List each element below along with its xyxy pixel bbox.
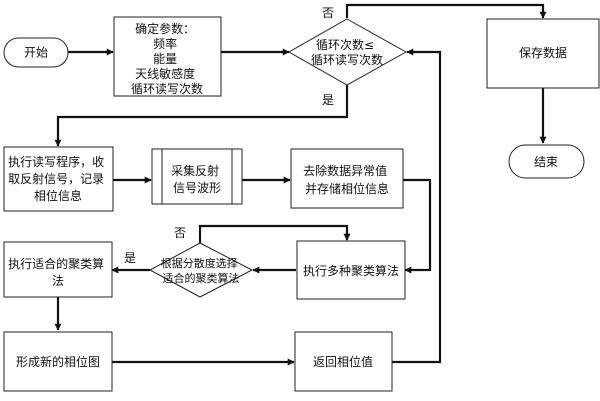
params-line-1: 确定参数： xyxy=(135,21,195,36)
arrow-choose-no-to-multi xyxy=(198,224,351,243)
params-line-3: 能量 xyxy=(153,52,177,66)
read-program-line-3: 相位信息 xyxy=(34,188,82,203)
collect-line-2: 信号波形 xyxy=(173,181,221,195)
end-label: 结束 xyxy=(534,155,558,169)
read-program-line-1: 执行读写程序，收 xyxy=(8,154,104,169)
loop-check-line-1: 循环次数≤ xyxy=(316,37,374,52)
choose-no-label: 否 xyxy=(174,226,186,240)
start-node: 开始 xyxy=(3,37,69,68)
collect-text: 采集反射 信号波形 xyxy=(171,163,223,195)
exec-fit-box: 执行适合的聚类算 法 xyxy=(3,241,113,298)
arrow-loop-no-to-save xyxy=(345,3,547,19)
collect-line-1: 采集反射 xyxy=(171,163,219,178)
exec-fit-line-1: 执行适合的聚类算 xyxy=(8,256,104,271)
start-label: 开始 xyxy=(24,46,48,60)
remove-anomaly-box: 去除数据异常值 并存储相位信息 xyxy=(290,148,404,209)
exec-multi-box: 执行多种聚类算法 xyxy=(296,240,406,300)
choose-algo-line-1: 根据分散度选择 xyxy=(161,256,238,270)
return-phase-box: 返回相位值 xyxy=(294,331,393,392)
arrow-return-to-loop xyxy=(392,48,442,364)
arrow-loop-yes-to-read xyxy=(54,85,349,147)
new-phase-box: 形成新的相位图 xyxy=(3,331,113,392)
end-node: 结束 xyxy=(508,144,585,179)
new-phase-label: 形成新的相位图 xyxy=(16,354,100,369)
connectors xyxy=(54,3,547,366)
loop-check-diamond: 循环次数≤ 循环读写次数 xyxy=(287,18,408,86)
remove-anomaly-line-1: 去除数据异常值 xyxy=(303,163,387,178)
params-box: 确定参数： 频率 能量 天线敏感度 循环读写次数 xyxy=(113,16,222,97)
read-program-line-2: 取反射信号，记录 xyxy=(8,171,104,186)
params-line-2: 频率 xyxy=(153,36,177,51)
loop-no-label: 否 xyxy=(322,6,334,20)
params-line-4: 天线敏感度 xyxy=(135,66,195,81)
read-program-text: 执行读写程序，收 取反射信号，记录 相位信息 xyxy=(8,154,108,203)
exec-fit-line-2: 法 xyxy=(52,274,64,288)
save-label: 保存数据 xyxy=(519,45,567,60)
save-box: 保存数据 xyxy=(486,18,600,89)
loop-yes-label: 是 xyxy=(322,93,334,107)
params-text: 确定参数： 频率 能量 天线敏感度 循环读写次数 xyxy=(131,21,203,96)
choose-yes-label: 是 xyxy=(124,251,136,265)
remove-anomaly-line-2: 并存储相位信息 xyxy=(305,181,389,196)
choose-algo-text: 根据分散度选择 适合的聚类算法 xyxy=(161,256,242,285)
remove-anomaly-text: 去除数据异常值 并存储相位信息 xyxy=(303,163,391,196)
return-phase-label: 返回相位值 xyxy=(313,354,373,369)
loop-check-text: 循环次数≤ 循环读写次数 xyxy=(311,37,383,67)
choose-algo-line-2: 适合的聚类算法 xyxy=(163,271,240,285)
choose-algo-diamond: 根据分散度选择 适合的聚类算法 xyxy=(148,242,254,298)
collect-box: 采集反射 信号波形 xyxy=(151,148,243,205)
exec-fit-text: 执行适合的聚类算 法 xyxy=(8,256,108,288)
params-line-5: 循环读写次数 xyxy=(131,81,203,96)
exec-multi-label: 执行多种聚类算法 xyxy=(303,263,399,278)
arrow-remove-to-multi xyxy=(403,178,432,274)
loop-check-line-2: 循环读写次数 xyxy=(311,52,383,67)
read-program-box: 执行读写程序，收 取反射信号，记录 相位信息 xyxy=(3,146,114,212)
